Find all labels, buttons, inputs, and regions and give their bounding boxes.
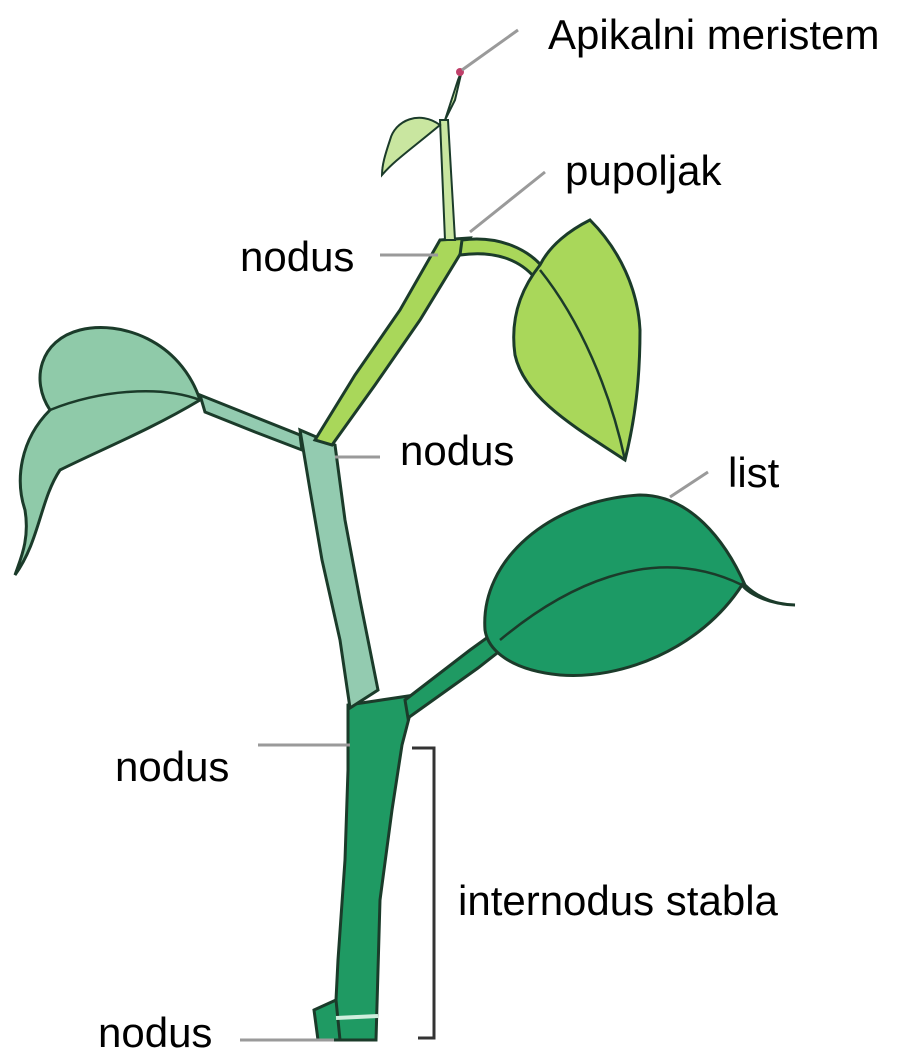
dark-leaf bbox=[485, 495, 795, 676]
upper-right-petiole bbox=[460, 239, 545, 278]
pointer-leaf bbox=[670, 472, 708, 497]
pale-leaf bbox=[15, 328, 200, 575]
apical-leaf bbox=[382, 118, 440, 175]
middle-stem bbox=[300, 430, 378, 708]
pointer-bud bbox=[470, 172, 545, 232]
stem-stump bbox=[314, 1000, 340, 1040]
label-leaf: list bbox=[728, 452, 779, 494]
pointer-apical-meristem bbox=[462, 30, 518, 70]
label-node-bottom: nodus bbox=[98, 1012, 212, 1054]
internode-bracket bbox=[412, 748, 434, 1038]
label-bud: pupoljak bbox=[565, 150, 721, 192]
upper-left-petiole bbox=[200, 395, 302, 450]
lower-stem bbox=[334, 695, 415, 1040]
apical-stem bbox=[440, 120, 455, 240]
label-node-lower: nodus bbox=[115, 746, 229, 788]
label-node-middle: nodus bbox=[400, 430, 514, 472]
node-ring-bottom bbox=[336, 1016, 378, 1018]
label-apical-meristem: Apikalni meristem bbox=[548, 14, 879, 56]
label-node-top: nodus bbox=[240, 236, 354, 278]
label-internode: internodus stabla bbox=[458, 880, 778, 922]
apical-tip bbox=[445, 70, 462, 120]
